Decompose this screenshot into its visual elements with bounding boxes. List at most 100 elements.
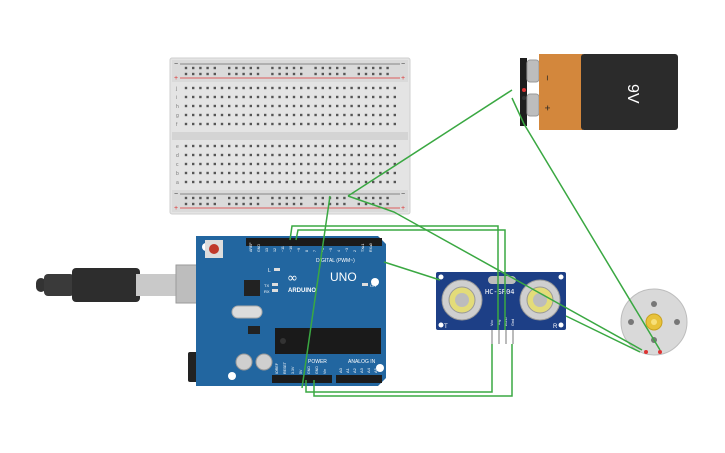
breadboard-hole[interactable] <box>242 162 245 166</box>
breadboard-hole[interactable] <box>314 104 317 108</box>
rail-hole[interactable] <box>372 196 375 200</box>
breadboard-hole[interactable] <box>220 171 224 175</box>
rail-hole[interactable] <box>242 66 245 70</box>
breadboard-hole[interactable] <box>264 122 267 126</box>
breadboard-hole[interactable] <box>228 171 231 175</box>
breadboard-hole[interactable] <box>336 95 339 99</box>
rail-hole[interactable] <box>379 66 382 70</box>
rail-hole[interactable] <box>256 202 260 206</box>
breadboard-hole[interactable] <box>192 113 195 117</box>
rail-hole[interactable] <box>357 202 360 206</box>
breadboard-hole[interactable] <box>307 95 310 99</box>
breadboard-hole[interactable] <box>285 86 288 90</box>
breadboard-hole[interactable] <box>285 144 288 148</box>
breadboard-hole[interactable] <box>343 86 346 90</box>
breadboard-hole[interactable] <box>393 122 396 126</box>
breadboard-hole[interactable] <box>314 95 317 99</box>
breadboard-hole[interactable] <box>235 113 238 117</box>
breadboard-hole[interactable] <box>184 95 188 99</box>
breadboard-hole[interactable] <box>343 162 346 166</box>
breadboard-hole[interactable] <box>242 171 245 175</box>
breadboard-hole[interactable] <box>386 113 389 117</box>
breadboard-hole[interactable] <box>235 162 238 166</box>
rail-hole[interactable] <box>278 202 281 206</box>
breadboard-hole[interactable] <box>314 153 317 157</box>
breadboard-hole[interactable] <box>271 153 274 157</box>
breadboard-hole[interactable] <box>357 153 360 157</box>
breadboard-hole[interactable] <box>256 86 260 90</box>
rail-hole[interactable] <box>364 66 368 70</box>
rail-hole[interactable] <box>213 66 216 70</box>
rail-hole[interactable] <box>292 66 296 70</box>
breadboard-hole[interactable] <box>328 95 332 99</box>
rail-hole[interactable] <box>364 72 368 76</box>
breadboard-hole[interactable] <box>199 144 202 148</box>
breadboard-hole[interactable] <box>364 122 368 126</box>
rail-hole[interactable] <box>206 66 209 70</box>
breadboard-hole[interactable] <box>343 180 346 184</box>
breadboard-hole[interactable] <box>307 180 310 184</box>
breadboard-hole[interactable] <box>372 144 375 148</box>
breadboard-hole[interactable] <box>271 171 274 175</box>
breadboard-hole[interactable] <box>235 122 238 126</box>
breadboard-hole[interactable] <box>220 162 224 166</box>
breadboard-hole[interactable] <box>328 144 332 148</box>
rail-hole[interactable] <box>300 66 303 70</box>
rail-hole[interactable] <box>249 196 252 200</box>
rail-hole[interactable] <box>271 66 274 70</box>
breadboard-hole[interactable] <box>364 95 368 99</box>
breadboard-hole[interactable] <box>220 86 224 90</box>
rail-hole[interactable] <box>192 66 195 70</box>
rail-hole[interactable] <box>199 66 202 70</box>
breadboard-hole[interactable] <box>278 86 281 90</box>
breadboard-hole[interactable] <box>328 104 332 108</box>
rail-hole[interactable] <box>206 72 209 76</box>
breadboard-hole[interactable] <box>314 122 317 126</box>
breadboard-hole[interactable] <box>228 113 231 117</box>
breadboard-hole[interactable] <box>300 180 303 184</box>
breadboard-hole[interactable] <box>184 113 188 117</box>
battery-9v[interactable]: − + 9V <box>520 54 678 130</box>
breadboard-hole[interactable] <box>300 86 303 90</box>
rail-hole[interactable] <box>336 72 339 76</box>
breadboard-hole[interactable] <box>235 86 238 90</box>
breadboard-hole[interactable] <box>220 95 224 99</box>
breadboard-hole[interactable] <box>393 95 396 99</box>
breadboard-hole[interactable] <box>393 113 396 117</box>
breadboard-hole[interactable] <box>264 144 267 148</box>
breadboard-hole[interactable] <box>364 86 368 90</box>
breadboard-hole[interactable] <box>314 86 317 90</box>
breadboard-hole[interactable] <box>379 144 382 148</box>
breadboard-hole[interactable] <box>350 104 353 108</box>
breadboard-hole[interactable] <box>249 113 252 117</box>
breadboard-hole[interactable] <box>386 180 389 184</box>
breadboard-hole[interactable] <box>357 86 360 90</box>
breadboard-hole[interactable] <box>336 180 339 184</box>
breadboard-hole[interactable] <box>350 180 353 184</box>
rail-hole[interactable] <box>184 66 188 70</box>
rail-hole[interactable] <box>285 202 288 206</box>
breadboard-hole[interactable] <box>364 113 368 117</box>
rail-hole[interactable] <box>328 66 332 70</box>
breadboard-hole[interactable] <box>249 122 252 126</box>
rail-hole[interactable] <box>199 202 202 206</box>
breadboard-hole[interactable] <box>372 113 375 117</box>
breadboard-hole[interactable] <box>357 122 360 126</box>
rail-hole[interactable] <box>321 66 324 70</box>
breadboard-hole[interactable] <box>228 122 231 126</box>
rail-hole[interactable] <box>314 66 317 70</box>
breadboard-hole[interactable] <box>386 153 389 157</box>
breadboard-hole[interactable] <box>307 113 310 117</box>
breadboard-hole[interactable] <box>321 153 324 157</box>
rail-hole[interactable] <box>364 196 368 200</box>
breadboard-hole[interactable] <box>364 153 368 157</box>
breadboard-hole[interactable] <box>321 95 324 99</box>
rail-hole[interactable] <box>372 66 375 70</box>
breadboard-hole[interactable] <box>350 162 353 166</box>
breadboard-hole[interactable] <box>271 144 274 148</box>
rail-hole[interactable] <box>184 72 188 76</box>
rail-hole[interactable] <box>300 72 303 76</box>
breadboard-hole[interactable] <box>314 171 317 175</box>
breadboard-hole[interactable] <box>271 180 274 184</box>
